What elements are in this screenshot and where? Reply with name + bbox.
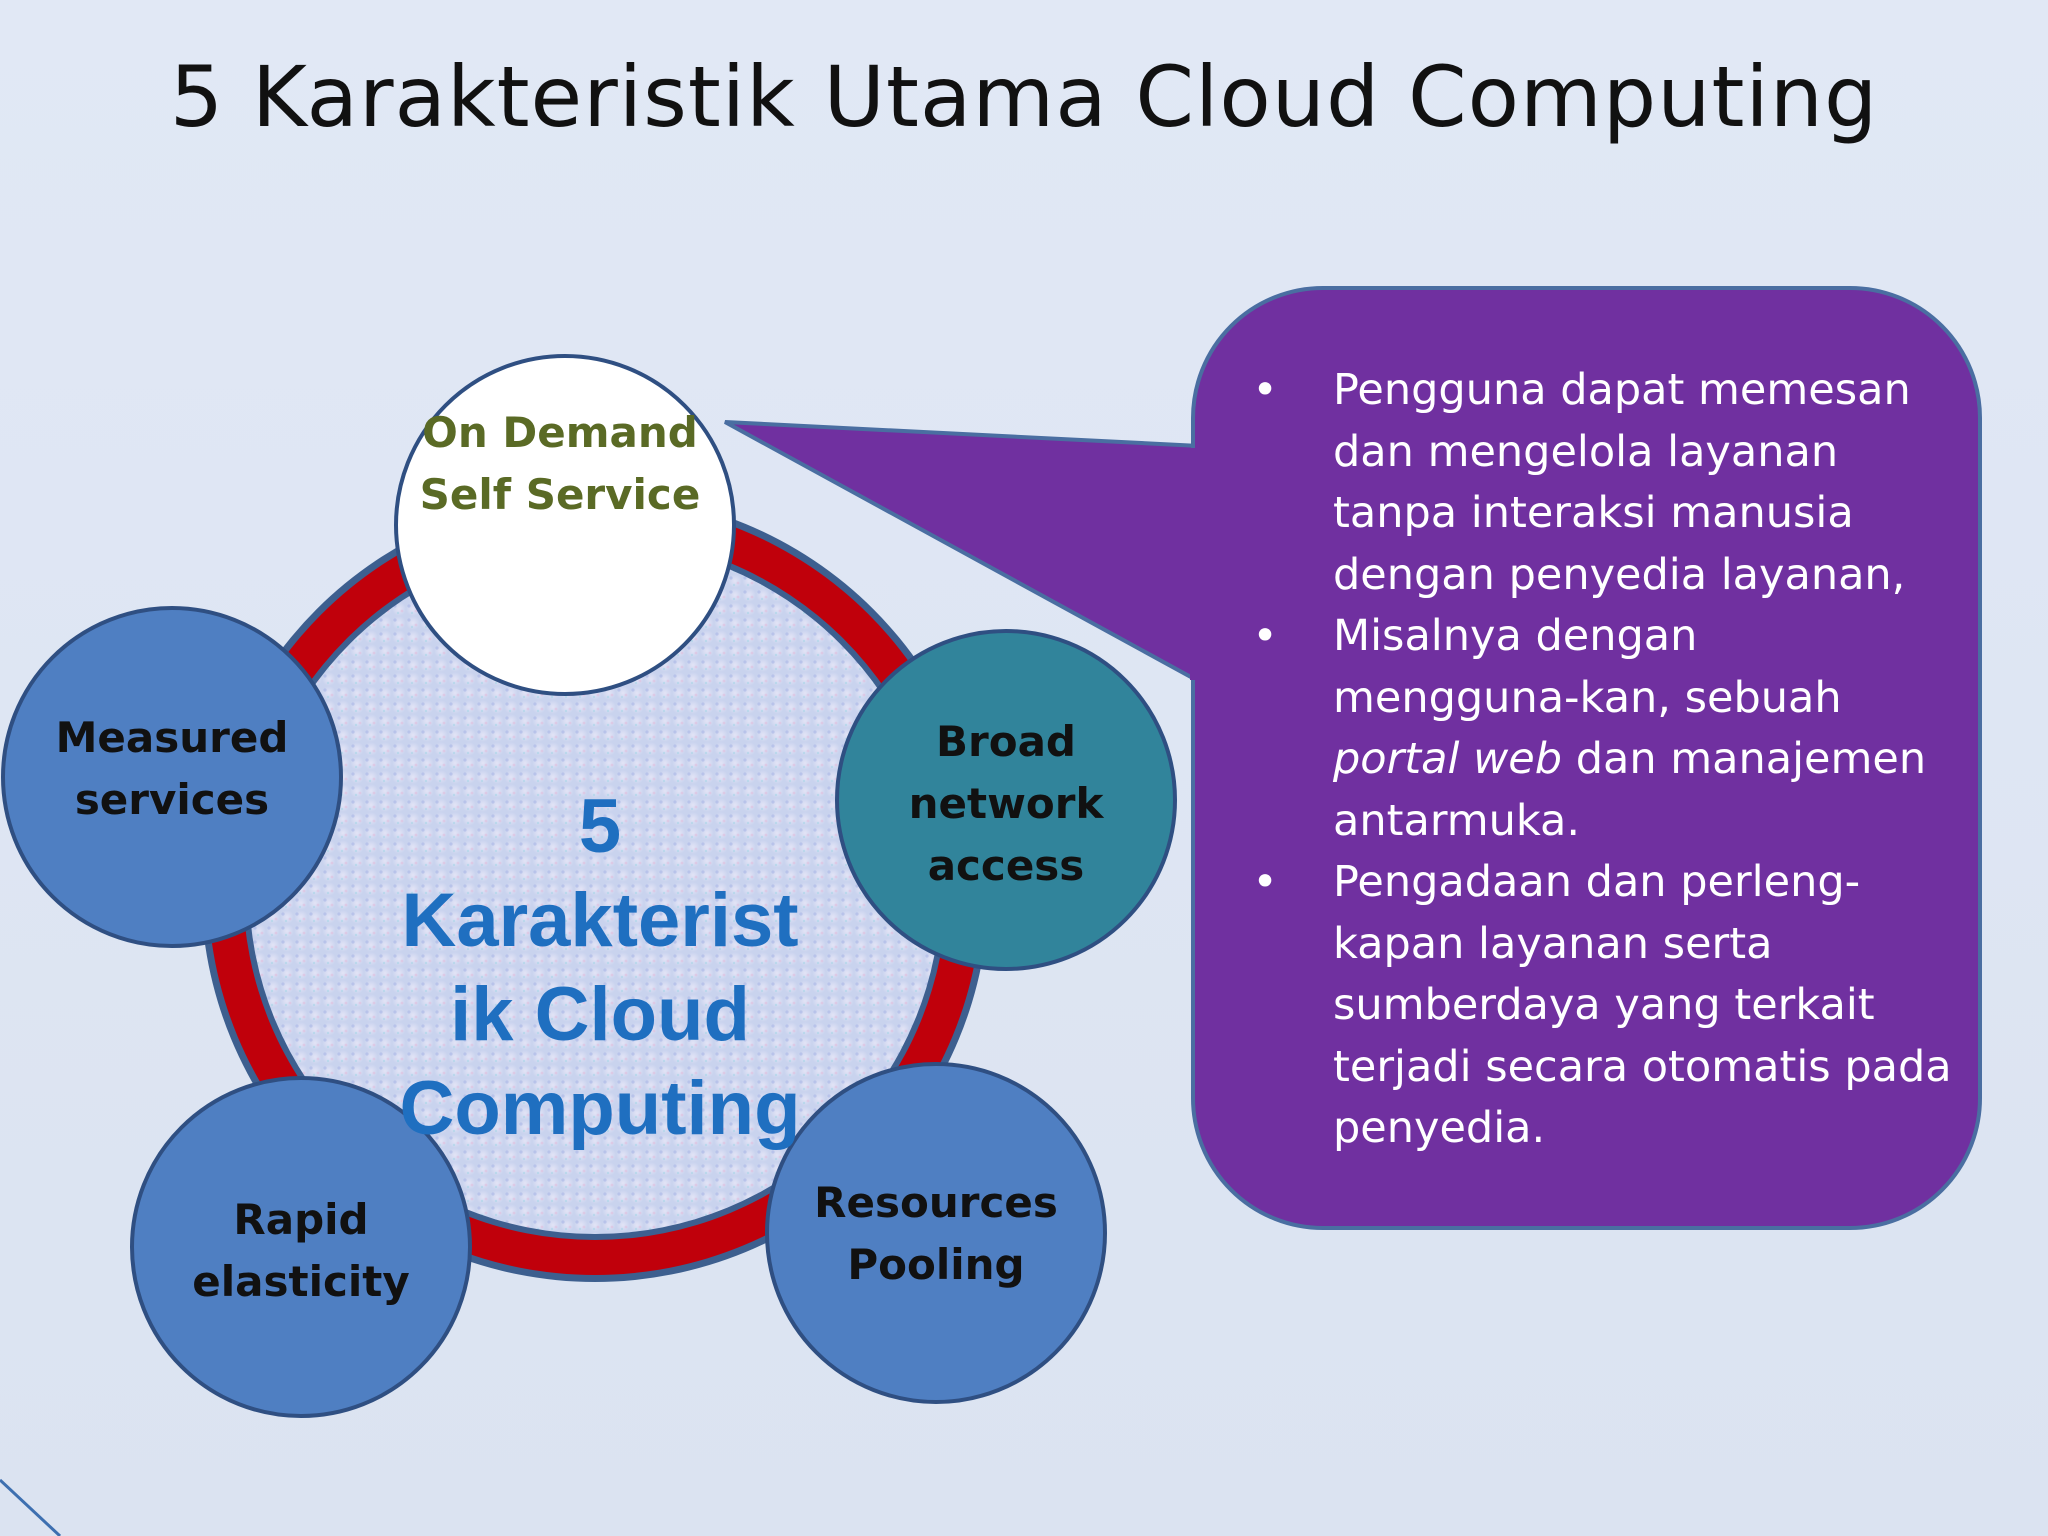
bullet-dot: • (1252, 611, 1278, 661)
bullet-line-mixed: portal web dan manajemen (1333, 729, 1965, 791)
bullet-line: kapan layanan serta (1333, 918, 1773, 969)
node-bottom-left-circle (130, 1076, 472, 1418)
slide-title: 5 Karakteristik Utama Cloud Computing (169, 48, 1879, 146)
node-right-line: network (908, 779, 1104, 828)
center-line: Computing (399, 1066, 801, 1151)
center-label: 5 Karakterist ik Cloud Computing (360, 780, 840, 1156)
bullet-line: sumberdaya yang terkait (1333, 980, 1875, 1030)
bullet-line: Misalnya dengan (1333, 611, 1698, 661)
node-bottom-right-circle (765, 1062, 1107, 1404)
bullet-line-tail: dan manajemen (1562, 734, 1927, 784)
node-top-line: On Demand (422, 408, 698, 457)
callout-text: • Pengguna dapat memesan dan mengelola l… (1245, 360, 1965, 1160)
callout-bullet: • Pengadaan dan perleng- kapan layanan s… (1245, 852, 1965, 1160)
bullet-line: penyedia. (1333, 1103, 1546, 1153)
center-line: ik Cloud (450, 972, 750, 1057)
node-left-circle (1, 606, 343, 948)
bullet-line: tanpa interaksi manusia (1333, 488, 1854, 538)
callout-bubble (724, 286, 1982, 1230)
node-left-label: Measured services (12, 707, 332, 831)
bullet-line: dan mengelola layanan (1333, 426, 1839, 477)
node-right-line: access (927, 841, 1085, 890)
bullet-line: Pengguna dapat memesan (1333, 365, 1911, 415)
bullet-line: terjadi secara otomatis pada (1333, 1041, 1952, 1092)
node-bottom-left-label: Rapid elasticity (141, 1189, 461, 1313)
center-circle (249, 542, 941, 1234)
node-right-line: Broad (936, 717, 1076, 766)
callout-bullet: • Misalnya dengan mengguna-kan, sebuah p… (1245, 606, 1965, 852)
node-bottom-right-line: Resources (814, 1178, 1058, 1227)
center-line: 5 (578, 784, 622, 869)
center-line: Karakterist (401, 878, 799, 963)
bullet-line: mengguna-kan, sebuah (1333, 672, 1842, 723)
node-top-label: On Demand Self Service (395, 402, 725, 526)
node-bottom-right-line: Pooling (847, 1240, 1025, 1289)
italic-term: portal web (1333, 734, 1563, 784)
node-bottom-right-label: Resources Pooling (776, 1172, 1096, 1296)
bullet-dot: • (1252, 365, 1278, 415)
node-right-circle (835, 629, 1177, 971)
bullet-line: Pengadaan dan perleng- (1333, 857, 1861, 907)
node-bottom-left-line: Rapid (233, 1195, 369, 1244)
bullet-line: antarmuka. (1333, 795, 1581, 846)
corner-decoration (0, 1478, 62, 1536)
callout-bullet: • Pengguna dapat memesan dan mengelola l… (1245, 360, 1965, 606)
bullet-dot: • (1252, 857, 1278, 907)
node-top-line: Self Service (419, 470, 701, 519)
node-top-circle (394, 354, 736, 696)
node-left-line: services (74, 775, 270, 824)
node-left-line: Measured (55, 713, 289, 762)
node-bottom-left-line: elasticity (192, 1257, 410, 1306)
node-right-label: Broad network access (846, 711, 1166, 897)
bullet-line: dengan penyedia layanan, (1333, 549, 1906, 600)
